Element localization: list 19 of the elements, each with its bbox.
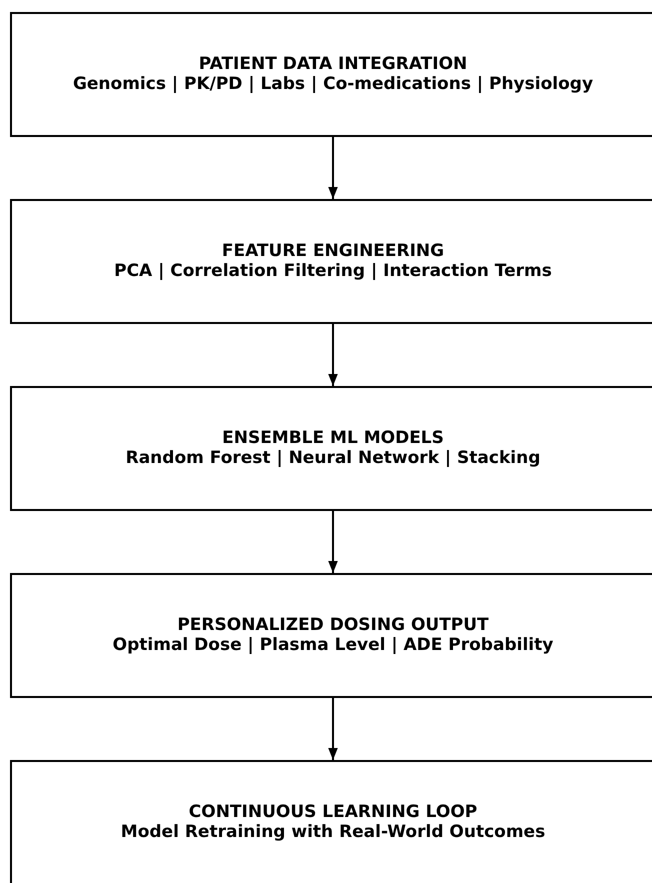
box-subtitle: Genomics | PK/PD | Labs | Co-medications | Physiology [72,74,594,94]
arrow [328,698,338,760]
box-heading: PERSONALIZED DOSING OUTPUT [177,616,489,636]
box-heading: CONTINUOUS LEARNING LOOP [188,803,478,822]
process-box [10,12,652,137]
process-box [10,386,652,511]
arrow [328,511,338,573]
arrow [328,137,338,199]
box-subtitle: Random Forest | Neural Network | Stacking [126,448,540,468]
box-heading: FEATURE ENGINEERING [222,242,444,262]
box-subtitle: Optimal Dose | Plasma Level | ADE Probability [112,636,554,655]
arrow [328,324,338,386]
box-heading: PATIENT DATA INTEGRATION [198,55,468,74]
box-heading: ENSEMBLE ML MODELS [222,429,444,448]
process-box [10,573,652,698]
process-box [10,199,652,324]
process-box [10,760,652,883]
box-subtitle: Model Retraining with Real-World Outcomes [120,822,546,842]
box-subtitle: PCA | Correlation Filtering | Interaction Terms [114,262,552,281]
